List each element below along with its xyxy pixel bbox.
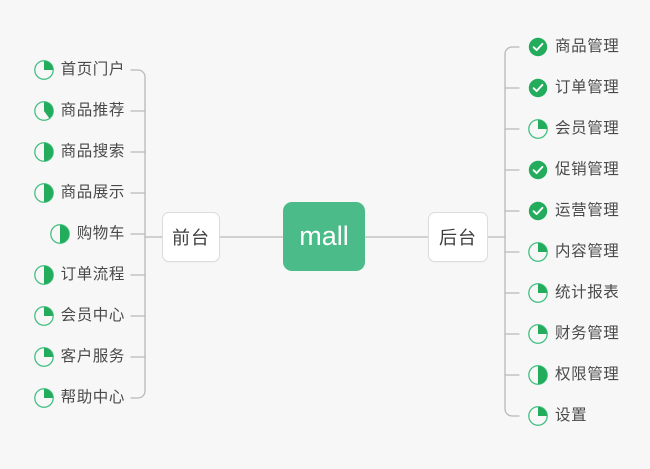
left-item-7[interactable]: 会员中心 <box>33 303 125 329</box>
pie-progress-icon <box>528 365 548 385</box>
pie-progress-icon <box>33 142 54 162</box>
left-item-3[interactable]: 商品搜索 <box>33 139 125 165</box>
right-item-label: 统计报表 <box>555 284 620 301</box>
left-item-2[interactable]: 商品推荐 <box>33 98 125 124</box>
left-item-9[interactable]: 帮助中心 <box>33 385 125 411</box>
left-item-label: 会员中心 <box>60 307 125 324</box>
left-item-4[interactable]: 商品展示 <box>33 180 125 206</box>
right-item-10[interactable]: 设置 <box>528 403 587 429</box>
branch-node-frontend[interactable]: 前台 <box>162 212 220 262</box>
right-item-9[interactable]: 权限管理 <box>528 362 619 388</box>
left-item-5[interactable]: 购物车 <box>49 221 125 247</box>
pie-progress-icon <box>528 283 548 303</box>
right-item-4[interactable]: 促销管理 <box>528 157 619 183</box>
branch-node-backend[interactable]: 后台 <box>428 212 488 262</box>
left-item-label: 购物车 <box>76 225 125 242</box>
left-item-label: 商品推荐 <box>60 102 125 119</box>
left-item-8[interactable]: 客户服务 <box>33 344 125 370</box>
right-item-label: 运营管理 <box>555 202 620 219</box>
left-item-label: 客户服务 <box>60 348 125 365</box>
check-circle-icon <box>528 160 548 180</box>
left-item-label: 商品搜索 <box>60 143 125 160</box>
left-item-6[interactable]: 订单流程 <box>33 262 125 288</box>
pie-progress-icon <box>33 306 54 326</box>
right-item-8[interactable]: 财务管理 <box>528 321 619 347</box>
right-item-label: 内容管理 <box>555 243 620 260</box>
pie-progress-icon <box>528 119 548 139</box>
right-item-label: 订单管理 <box>555 79 620 96</box>
check-circle-icon <box>528 37 548 57</box>
pie-progress-icon <box>33 183 54 203</box>
check-circle-icon <box>528 201 548 221</box>
check-circle-icon <box>528 78 548 98</box>
pie-progress-icon <box>33 388 54 408</box>
pie-progress-icon <box>33 101 54 121</box>
pie-progress-icon <box>33 265 54 285</box>
left-item-1[interactable]: 首页门户 <box>33 57 125 83</box>
right-item-1[interactable]: 商品管理 <box>528 34 619 60</box>
right-item-label: 商品管理 <box>555 38 620 55</box>
right-item-3[interactable]: 会员管理 <box>528 116 619 142</box>
root-node-mall[interactable]: mall <box>283 202 365 271</box>
right-item-label: 设置 <box>555 407 588 424</box>
right-item-label: 促销管理 <box>555 161 620 178</box>
pie-progress-icon <box>528 324 548 344</box>
right-item-label: 会员管理 <box>555 120 620 137</box>
left-item-label: 首页门户 <box>60 61 125 78</box>
connector-path <box>504 46 520 417</box>
right-item-label: 财务管理 <box>555 325 620 342</box>
right-item-2[interactable]: 订单管理 <box>528 75 619 101</box>
right-item-7[interactable]: 统计报表 <box>528 280 619 306</box>
left-item-label: 商品展示 <box>60 184 125 201</box>
pie-progress-icon <box>49 224 70 244</box>
left-item-label: 帮助中心 <box>60 389 125 406</box>
right-item-6[interactable]: 内容管理 <box>528 239 619 265</box>
right-item-5[interactable]: 运营管理 <box>528 198 619 224</box>
pie-progress-icon <box>528 242 548 262</box>
pie-progress-icon <box>528 406 548 426</box>
left-item-label: 订单流程 <box>60 266 125 283</box>
right-item-label: 权限管理 <box>555 366 620 383</box>
pie-progress-icon <box>33 60 54 80</box>
pie-progress-icon <box>33 347 54 367</box>
connector-path <box>130 69 146 399</box>
